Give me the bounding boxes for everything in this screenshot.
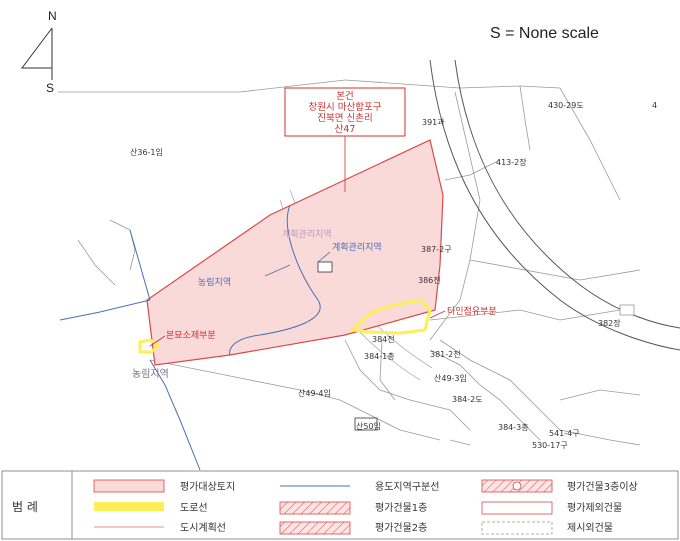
lot-label: 산50임 xyxy=(356,421,381,431)
subject-callout-box xyxy=(284,87,406,137)
callout-line-2: 창원시 마산합포구 xyxy=(309,102,382,113)
lot-label: 381-2전 xyxy=(430,349,461,359)
callout-line-3: 진북면 신촌리 xyxy=(317,113,372,124)
lot-label: 430-29도 xyxy=(548,101,584,110)
zone-arrows xyxy=(264,251,331,277)
legend-label: 평가대상토지 xyxy=(180,481,235,493)
management-zone-label: 계획관리지역 xyxy=(332,241,382,253)
lot-label: 산49-4임 xyxy=(298,388,331,398)
legend-swatch-building-2f xyxy=(279,521,351,535)
south-label: S xyxy=(46,81,54,95)
legend-title: 범 례 xyxy=(12,500,38,514)
farmland-zone-label: 농림지역 xyxy=(198,276,231,288)
subject-land xyxy=(146,139,444,366)
farmland-zone-bottom-label: 농림지역 xyxy=(132,368,169,380)
building xyxy=(317,261,333,273)
lot-label: 541-4구 xyxy=(549,429,580,438)
legend-label: 평가건물1층 xyxy=(375,502,427,514)
lot-label: 384-2도 xyxy=(452,395,483,404)
legend-label: 제시외건물 xyxy=(567,522,613,534)
lot-label: 387-2구 xyxy=(421,245,452,254)
management-zone-faded-label: 계획관리지역 xyxy=(282,228,332,240)
legend-label: 도시계획선 xyxy=(180,522,226,534)
legend-swatch-road-line xyxy=(94,502,164,511)
legend-swatch-subject-land xyxy=(93,479,165,493)
legend-label: 도로선 xyxy=(180,502,208,514)
legend-swatch-unlisted-building xyxy=(481,521,553,535)
lot-label: 4 xyxy=(652,101,657,110)
road-line xyxy=(138,298,432,354)
callout-line-4: 산47 xyxy=(335,124,356,135)
other-occupied-part-arrow xyxy=(429,310,446,319)
legend-swatch-building-3f-circle xyxy=(512,481,522,491)
grave-part-label: 본묘소제부분 xyxy=(166,330,216,341)
lot-label: 384-3총 xyxy=(498,423,529,432)
legend-label: 용도지역구분선 xyxy=(375,481,439,493)
legend-swatch-building-1f xyxy=(279,501,351,515)
lot-label: 산49-3임 xyxy=(434,373,467,383)
lot-labels: 산36-1임 391과 430-29도 4 413-2장 387-2구 386전… xyxy=(130,101,657,450)
lot-label: 391과 xyxy=(422,118,445,127)
legend: 범 례 평가대상토지 도로선 도시계획선 용도지역구분선 평가건물1층 평가건물… xyxy=(1,470,679,540)
building-2 xyxy=(354,417,378,431)
road-curves xyxy=(429,59,680,351)
zone-boundary-lines xyxy=(59,204,321,471)
legend-label: 평가건물2층 xyxy=(375,522,427,534)
other-occupied-part-label: 타인점유부분 xyxy=(447,305,497,317)
lot-label: 산36-1임 xyxy=(130,147,163,157)
lot-label: 530-17구 xyxy=(532,441,568,450)
lot-label: 386전 xyxy=(418,275,441,285)
scale-note: S = None scale xyxy=(490,25,599,42)
callout-line-1: 본건 xyxy=(336,91,353,102)
legend-label: 평가제외건물 xyxy=(567,502,622,514)
legend-label: 평가건물3층이상 xyxy=(567,481,638,493)
lot-label: 384전 xyxy=(372,334,395,344)
lot-label: 382장 xyxy=(598,318,621,328)
lot-label: 413-2장 xyxy=(496,157,527,167)
grave-part-arrow xyxy=(149,335,166,347)
building-3 xyxy=(619,304,635,316)
north-arrow-icon xyxy=(21,27,53,80)
lot-label: 384-1총 xyxy=(364,352,395,361)
north-label: N xyxy=(48,9,57,23)
legend-swatch-excluded-building xyxy=(481,501,553,515)
